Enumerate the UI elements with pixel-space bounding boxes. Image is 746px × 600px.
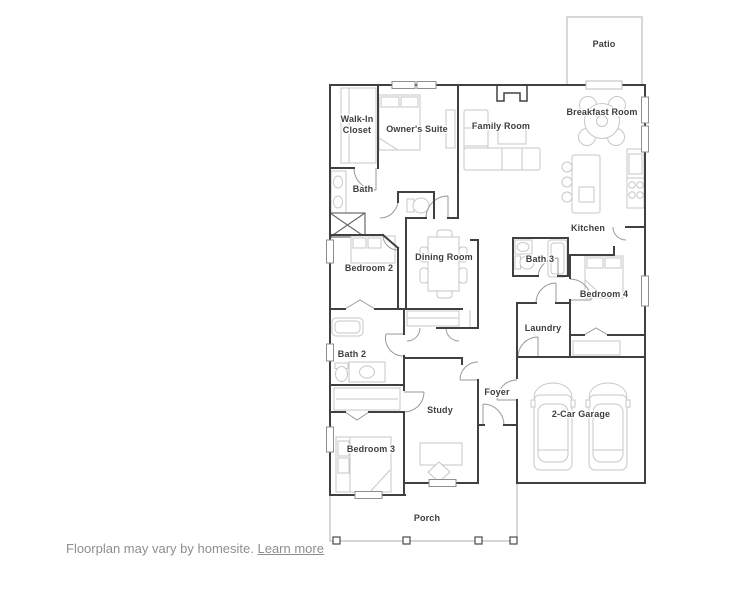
room-label-study: Study [427, 405, 453, 415]
family-room-sofa [463, 109, 541, 171]
garage-car [585, 382, 631, 471]
porch-post [509, 536, 518, 545]
room-label-garage: 2-Car Garage [552, 409, 610, 419]
garage-step [572, 340, 621, 356]
room-label-owners-suite: Owner's Suite [386, 124, 448, 134]
owner-bath-shower [329, 212, 366, 238]
kitchen-island [561, 154, 601, 214]
room-label-bedroom-2: Bedroom 2 [345, 263, 393, 273]
disclaimer-text: Floorplan may vary by homesite. [66, 541, 254, 556]
room-label-bath: Bath [353, 184, 374, 194]
windows [326, 80, 649, 499]
room-label-patio: Patio [593, 39, 616, 49]
room-label-breakfast-room: Breakfast Room [566, 107, 637, 117]
room-label-porch: Porch [414, 513, 440, 523]
owner-suite-dresser [445, 109, 456, 149]
footer-disclaimer: Floorplan may vary by homesite. Learn mo… [66, 541, 324, 556]
room-label-bath-2: Bath 2 [338, 349, 366, 359]
water-closet-toilet [406, 197, 430, 214]
room-label-walk-in-closet: Closet [343, 125, 371, 135]
owner-bath-vanity [330, 170, 347, 214]
porch-post [402, 536, 411, 545]
porch-post [474, 536, 483, 545]
porch-outline [329, 483, 518, 545]
room-label-dining-room: Dining Room [415, 252, 473, 262]
room-label-kitchen: Kitchen [571, 223, 605, 233]
bedroom4-bed [584, 255, 624, 299]
learn-more-link[interactable]: Learn more [257, 541, 324, 556]
breakfast-table [578, 96, 626, 146]
porch-post [332, 536, 341, 545]
bedroom3-closet [333, 387, 401, 411]
bedroom3-bed [335, 436, 392, 493]
room-label-bath-3: Bath 3 [526, 254, 554, 264]
room-label-foyer: Foyer [484, 387, 510, 397]
walk-in-closet-shelves [340, 87, 377, 164]
room-label-walk-in-closet: Walk-In [341, 114, 374, 124]
patio-outline [566, 16, 643, 86]
linen-closet-shelf [406, 310, 471, 327]
garage-car [530, 382, 576, 471]
owner-suite-bed [378, 94, 421, 151]
room-labels: Patio Walk-In Closet Owner's Suite Famil… [337, 38, 639, 525]
kitchen-counter [626, 148, 645, 209]
room-label-family-room: Family Room [472, 121, 530, 131]
room-label-bedroom-4: Bedroom 4 [580, 289, 628, 299]
room-label-laundry: Laundry [525, 323, 562, 333]
study-desk [419, 442, 463, 483]
room-label-bedroom-3: Bedroom 3 [347, 444, 395, 454]
bath2-fixtures [331, 317, 386, 383]
dining-table [419, 229, 468, 299]
